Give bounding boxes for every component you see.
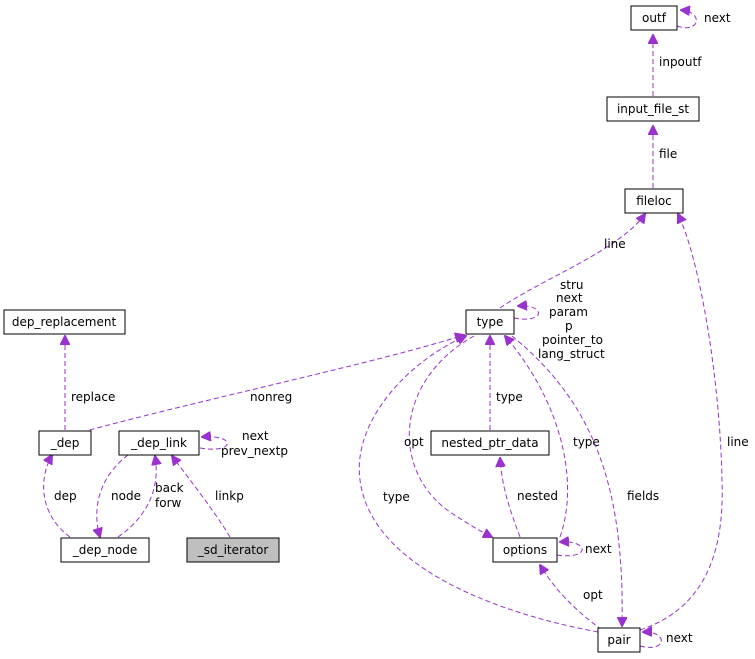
node-label-pair: pair	[607, 633, 630, 647]
node-input-file-st[interactable]: input_file_st	[606, 96, 700, 122]
node-type[interactable]: type	[465, 309, 515, 335]
edge-options-type	[505, 336, 569, 538]
edge-dep	[43, 455, 71, 538]
edge-label-type-stru: stru	[560, 278, 584, 292]
edge-label-file: file	[659, 147, 677, 161]
node-label-dep-link: _dep_link	[130, 436, 187, 450]
edge-nested	[500, 458, 521, 538]
edge-label-dep: dep	[54, 489, 77, 503]
edge-label-type-param: param	[549, 305, 588, 319]
node-fileloc[interactable]: fileloc	[624, 188, 684, 214]
node-dep-link[interactable]: _dep_link	[118, 430, 200, 456]
edge-type-self	[513, 306, 539, 320]
edge-label-pair-type: type	[383, 490, 410, 504]
edge-pair-line	[639, 214, 723, 631]
node-dep-node[interactable]: _dep_node	[60, 537, 150, 563]
edge-label-nested-type: type	[496, 390, 523, 404]
node-label-sd-iterator: _sd_iterator	[197, 543, 269, 557]
node-label-dep-replacement: dep_replacement	[12, 315, 117, 329]
edge-label-back: back	[155, 481, 184, 495]
edge-opt-upper	[408, 335, 492, 537]
edge-back-forw	[117, 456, 156, 538]
edge-label-forw: forw	[155, 496, 182, 510]
node-label-dep: _dep	[50, 436, 80, 450]
edge-pair-type	[358, 336, 599, 633]
node-label-type: type	[477, 315, 504, 329]
edge-label-options-type: type	[573, 435, 600, 449]
edge-label-nonreg: nonreg	[250, 390, 292, 404]
edge-label-pair-line: line	[727, 435, 749, 449]
edge-label-nested: nested	[517, 489, 558, 503]
edge-label-opt-upper: opt	[404, 435, 424, 449]
edge-label-linkp: linkp	[215, 489, 244, 503]
node-label-nested-ptr-data: nested_ptr_data	[441, 436, 538, 450]
edge-pair-next	[639, 632, 662, 648]
edge-label-type-lang-struct: lang_struct	[538, 347, 605, 361]
edge-label-type-next: next	[556, 291, 583, 305]
edge-label-options-next: next	[585, 542, 612, 556]
node-label-fileloc: fileloc	[636, 194, 672, 208]
node-pair[interactable]: pair	[597, 627, 641, 653]
node-label-outf: outf	[642, 11, 667, 25]
edge-type-line	[499, 214, 645, 309]
edge-pair-opt	[540, 565, 603, 631]
edge-label-pair-next: next	[666, 631, 693, 645]
edge-label-fields: fields	[627, 489, 659, 503]
node-label-input-file-st: input_file_st	[617, 102, 689, 116]
edge-label-dep-link-prev-nextp: prev_nextp	[221, 444, 288, 458]
node-sd-iterator[interactable]: _sd_iterator	[186, 537, 280, 563]
edge-label-type-p: p	[565, 319, 573, 333]
node-nested-ptr-data[interactable]: nested_ptr_data	[430, 430, 550, 456]
node-label-dep-node: _dep_node	[72, 543, 138, 557]
edge-label-node: node	[111, 489, 141, 503]
node-label-options: options	[503, 543, 547, 557]
edge-label-outf-next: next	[704, 11, 731, 25]
edge-options-next	[556, 542, 583, 557]
node-dep-replacement[interactable]: dep_replacement	[3, 309, 126, 335]
edge-label-dep-link-next: next	[242, 429, 269, 443]
edge-dep-link-self	[199, 437, 228, 450]
edge-node	[97, 454, 129, 537]
edge-label-replace: replace	[71, 390, 115, 404]
edge-label-type-pointer-to: pointer_to	[542, 333, 603, 347]
edge-label-pair-opt: opt	[583, 588, 603, 602]
node-outf[interactable]: outf	[630, 5, 678, 31]
edge-label-inpoutf: inpoutf	[659, 55, 702, 69]
nodes: outf input_file_st fileloc type dep_repl…	[3, 5, 700, 653]
edge-linkp	[172, 456, 231, 538]
edge-label-type-line: line	[604, 237, 626, 251]
node-dep[interactable]: _dep	[38, 430, 92, 456]
edge-nonreg	[81, 335, 464, 433]
edge-outf-next	[676, 10, 697, 29]
node-options[interactable]: options	[492, 537, 558, 563]
edge-fields	[511, 335, 622, 626]
edges: next inpoutf file line stru next param p…	[43, 10, 749, 648]
